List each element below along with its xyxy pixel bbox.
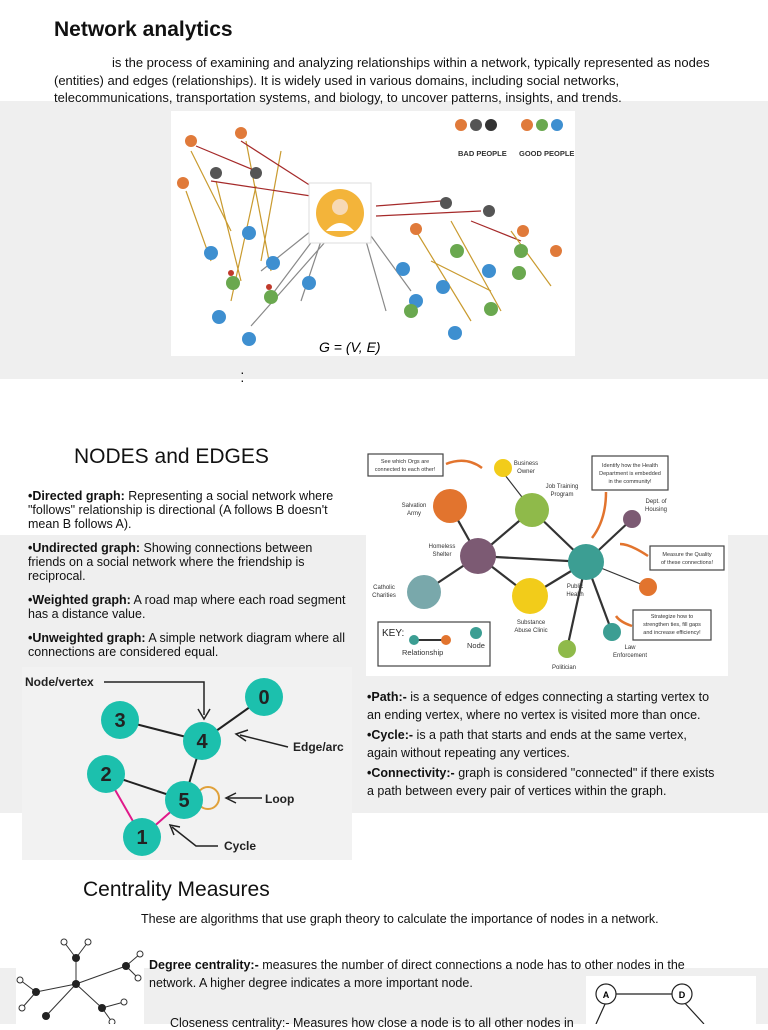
- bad-people-label: BAD PEOPLE: [458, 149, 507, 158]
- social-network-illustration: BAD PEOPLE GOOD PEOPLE G = (V, E): [171, 111, 575, 356]
- term: Degree centrality:-: [149, 958, 259, 972]
- degree-centrality-text: Degree centrality:- measures the number …: [149, 957, 694, 992]
- centrality-intro: These are algorithms that use graph theo…: [141, 912, 659, 926]
- label-catholic-charities-1: Catholic: [373, 585, 395, 591]
- graph-node-4: 4: [196, 731, 208, 753]
- label-job-training-1: Job Training: [546, 484, 579, 490]
- desc: is a path that starts and ends at the sa…: [367, 728, 687, 760]
- graph-type-item-unweighted: •Unweighted graph: A simple network diag…: [28, 631, 368, 659]
- label-edge-arc: Edge/arc: [293, 740, 344, 754]
- label-node-vertex: Node/vertex: [25, 675, 94, 689]
- people-icons: [177, 127, 562, 346]
- key-relationship: Relationship: [402, 648, 443, 657]
- key-node: Node: [467, 641, 485, 650]
- graph-node-2: 2: [100, 764, 111, 786]
- closeness-centrality-text: Closeness centrality:- Measures how clos…: [170, 1016, 574, 1030]
- graph-terminology-svg: 0 1 2 3 4 5 Node/vertex Edge/arc Loop Cy…: [25, 675, 344, 856]
- label-loop: Loop: [265, 792, 294, 806]
- graph-terminology-diagram: 0 1 2 3 4 5 Node/vertex Edge/arc Loop Cy…: [22, 667, 352, 860]
- note4-line3: and increase efficiency!: [643, 630, 701, 636]
- closeness-graph-svg: A D: [595, 983, 705, 1025]
- note2-line2: Department is embedded: [599, 471, 661, 477]
- desc: graph is considered "connected" if there…: [367, 766, 715, 798]
- term: •Cycle:-: [367, 728, 414, 742]
- term: •Directed graph:: [28, 489, 125, 503]
- graph-node-3: 3: [114, 710, 125, 732]
- label-business-owner-1: Business: [514, 461, 538, 467]
- label-catholic-charities-2: Charities: [372, 593, 396, 599]
- org-network-svg: Business Owner Job Training Program Salv…: [367, 453, 725, 671]
- label-substance-abuse-1: Substance: [517, 620, 546, 626]
- note2-line1: Identify how the Health: [602, 463, 658, 469]
- org-network-diagram: Business Owner Job Training Program Salv…: [366, 444, 728, 676]
- label-dept-housing-1: Dept. of: [645, 499, 666, 505]
- note4-line1: Strategize how to: [651, 614, 694, 620]
- graph-node-0: 0: [258, 687, 269, 709]
- term: •Path:-: [367, 690, 407, 704]
- label-law-enforcement-2: Enforcement: [613, 653, 647, 659]
- page-title: Network analytics: [54, 18, 233, 41]
- term: •Weighted graph:: [28, 593, 131, 607]
- desc: Showing connections between friends on a…: [28, 541, 313, 583]
- term: •Unweighted graph:: [28, 631, 146, 645]
- desc: A road map where each road segment has a…: [28, 593, 346, 621]
- nodes-edges-heading: NODES and EDGES: [74, 445, 269, 468]
- node-a-label: A: [603, 990, 610, 1000]
- closeness-graph-image: A D: [586, 976, 756, 1025]
- good-people-label: GOOD PEOPLE: [519, 149, 574, 158]
- degree-network-image: [16, 936, 144, 1026]
- label-dept-housing-2: Housing: [645, 507, 667, 513]
- intro-paragraph: is the process of examining and analyzin…: [54, 55, 710, 105]
- key-title: KEY:: [382, 628, 404, 639]
- centrality-heading: Centrality Measures: [83, 878, 270, 901]
- note3-line1: Measure the Quality: [662, 552, 711, 558]
- label-public-health-2: Health: [566, 592, 583, 598]
- label-homeless-shelter-2: Shelter: [432, 552, 451, 558]
- label-law-enforcement-1: Law: [624, 645, 636, 651]
- definition-connectivity: •Connectivity:- graph is considered "con…: [367, 765, 719, 800]
- label-salvation-army-1: Salvation: [402, 503, 427, 509]
- label-homeless-shelter-1: Homeless: [429, 544, 456, 550]
- node-d-label: D: [679, 990, 686, 1000]
- note1-line1: See which Orgs are: [381, 459, 429, 465]
- social-network-svg: BAD PEOPLE GOOD PEOPLE G = (V, E): [177, 119, 574, 355]
- desc: Representing a social network where "fol…: [28, 489, 334, 531]
- note2-line3: in the community!: [608, 479, 652, 485]
- label-cycle: Cycle: [224, 839, 256, 853]
- definition-path: •Path:- is a sequence of edges connectin…: [367, 689, 719, 724]
- graph-type-item-undirected: •Undirected graph: Showing connections b…: [28, 541, 338, 583]
- label-substance-abuse-2: Abuse Clinic: [514, 628, 547, 634]
- graph-type-item-weighted: •Weighted graph: A road map where each r…: [28, 593, 363, 621]
- label-public-health-1: Public: [567, 584, 583, 590]
- note1-line2: connected to each other!: [375, 467, 436, 473]
- term: •Undirected graph:: [28, 541, 141, 555]
- label-politician: Politician: [552, 665, 576, 671]
- degree-network-svg: [16, 938, 144, 1026]
- desc: measures the number of direct connection…: [149, 958, 685, 990]
- definition-cycle: •Cycle:- is a path that starts and ends …: [367, 727, 719, 762]
- legend-icons: [455, 119, 563, 131]
- graph-type-item-directed: •Directed graph: Representing a social n…: [28, 489, 358, 531]
- note3-line2: of these connections!: [661, 560, 713, 566]
- graph-definitions: •Path:- is a sequence of edges connectin…: [367, 689, 719, 800]
- label-job-training-2: Program: [550, 492, 573, 498]
- label-salvation-army-2: Army: [407, 511, 421, 517]
- note4-line2: strengthen ties, fill gaps: [643, 622, 701, 628]
- graph-formula: G = (V, E): [319, 339, 381, 355]
- graph-node-1: 1: [136, 827, 147, 849]
- term: •Connectivity:-: [367, 766, 455, 780]
- label-business-owner-2: Owner: [517, 469, 535, 475]
- desc: A simple network diagram where all conne…: [28, 631, 345, 659]
- desc: is a sequence of edges connecting a star…: [367, 690, 710, 722]
- graph-node-5: 5: [178, 790, 189, 812]
- vertical-ellipsis: ··: [240, 364, 245, 388]
